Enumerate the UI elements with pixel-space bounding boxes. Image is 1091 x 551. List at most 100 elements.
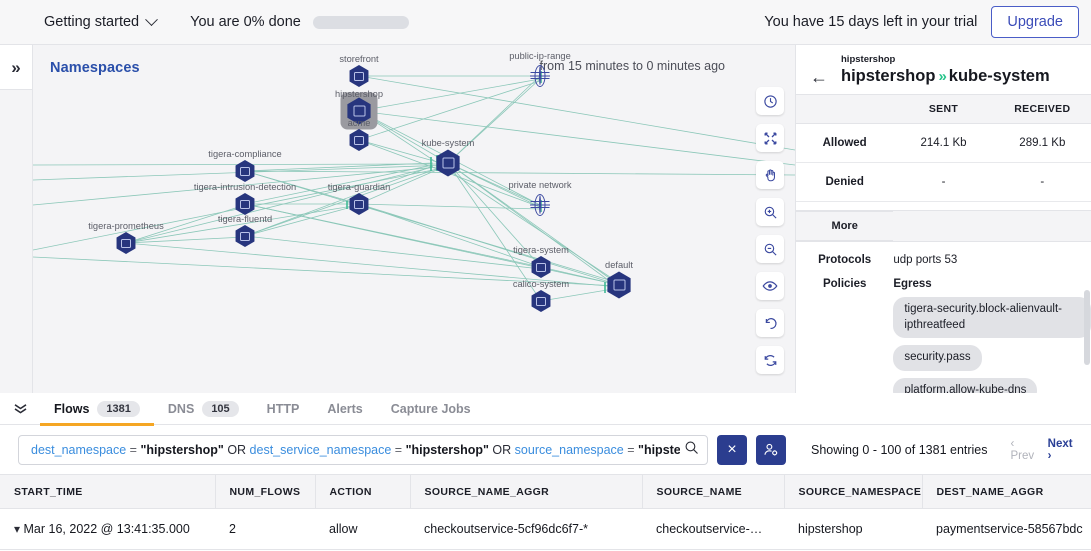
search-icon[interactable] [684,440,699,460]
zoom-in-icon[interactable] [756,198,784,226]
eye-icon[interactable] [756,272,784,300]
clock-icon[interactable] [756,87,784,115]
row-expand-chevron-down-icon[interactable]: ▾ [14,522,21,536]
user-settings-icon[interactable] [756,435,786,465]
policies-direction: Egress [893,278,932,290]
traffic-summary-table: SENT RECEIVED Allowed 214.1 Kb 289.1 Kb … [796,94,1091,202]
policies-label: Policies [822,278,867,290]
search-row: dest_namespace = "hipstershop" OR dest_s… [0,425,1091,474]
detail-destination: kube-system [948,67,1050,85]
host-icon [115,232,137,254]
host-icon [530,256,552,278]
col-sent: SENT [893,94,994,124]
query-token: dest_namespace [31,443,127,457]
start-time-cell: ▾ Mar 16, 2022 @ 13:41:35.000 [0,508,215,550]
table-header-row: START_TIME NUM_FLOWS ACTION SOURCE_NAME_… [0,474,1091,509]
sidebar-expand-button[interactable]: » [0,45,33,90]
node-label: hipstershop [334,89,384,99]
tab-label: Capture Jobs [390,401,471,416]
start-time-value: Mar 16, 2022 @ 13:41:35.000 [23,522,190,536]
node-label: private network [508,180,572,190]
search-input[interactable]: dest_namespace = "hipstershop" OR dest_s… [18,435,708,465]
undo-icon[interactable] [756,309,784,337]
node-label: public-ip-range [509,51,571,61]
col-source-name-aggr[interactable]: SOURCE_NAME_AGGR [410,474,643,509]
bottom-drawer: Flows 1381 DNS 105 HTTP Alerts Capture J… [0,393,1091,551]
getting-started-label: Getting started [44,14,140,30]
query-token: "hipstershop" [638,443,680,457]
num-flows-cell: 2 [215,508,315,550]
col-received: RECEIVED [993,94,1091,124]
refresh-icon[interactable] [756,346,784,374]
col-source-name[interactable]: SOURCE_NAME [642,474,785,509]
trial-notice: You have 15 days left in your trial [764,14,978,30]
node-label: tigera-prometheus [88,221,164,231]
arrow-left-icon[interactable]: ← [810,66,828,87]
col-action[interactable]: ACTION [315,474,411,509]
tab-alerts[interactable]: Alerts [313,393,376,425]
progress-label: You are 0% done [190,14,301,30]
host-icon [435,149,462,177]
protocols-row: Protocols udp ports 53 [796,242,1091,266]
double-chevron-down-icon [14,404,26,414]
policy-chip[interactable]: tigera-security.block-alienvault-ipthrea… [893,297,1091,339]
col-start-time[interactable]: START_TIME [0,474,216,509]
tab-bar: Flows 1381 DNS 105 HTTP Alerts Capture J… [0,393,1091,426]
tab-label: Flows [54,401,90,416]
panel-scrollbar[interactable] [1084,290,1090,365]
query-token: "hipstershop" [136,443,224,457]
source-name-cell: checkoutservice-… [642,508,784,550]
getting-started-dropdown[interactable]: Getting started [44,12,158,30]
graph-edges [33,71,795,302]
host-icon [234,193,256,215]
col-num-flows[interactable]: NUM_FLOWS [215,474,316,509]
tab-http[interactable]: HTTP [253,393,314,425]
breadcrumb: hipstershop [841,54,896,65]
tab-flows[interactable]: Flows 1381 [40,393,154,426]
table-row: Allowed 214.1 Kb 289.1 Kb [796,123,1091,163]
clear-search-button[interactable]: × [717,435,747,465]
upgrade-button[interactable]: Upgrade [991,6,1079,38]
protocols-label: Protocols [818,254,872,266]
node-label: kube-system [421,138,475,148]
page-title: Namespaces [50,60,140,76]
row-sent: - [893,162,994,202]
query-token: OR [488,443,512,457]
host-icon [346,97,373,125]
tab-badge: 105 [202,400,239,417]
node-label: tigera-system [513,245,569,255]
tab-capture-jobs[interactable]: Capture Jobs [377,393,485,425]
col-dest-name-aggr[interactable]: DEST_NAME_AGGR [922,474,1091,509]
node-label: acme [347,118,371,128]
expand-icon[interactable] [756,124,784,152]
hand-icon[interactable] [756,161,784,189]
source-name-aggr-cell: checkoutservice-5cf96dc6f7-* [410,508,642,550]
prev-page-button[interactable]: ‹ Prev [1010,438,1035,462]
action-cell: allow [315,508,410,550]
query-token: = [391,443,403,457]
zoom-out-icon[interactable] [756,235,784,263]
col-source-namespace[interactable]: SOURCE_NAMESPACE [784,474,923,509]
flow-direction-icon: » [938,68,946,85]
row-received: 289.1 Kb [993,123,1091,163]
policy-chip[interactable]: platform.allow-kube-dns [893,377,1038,393]
drawer-expand-button[interactable] [0,403,40,414]
tab-label: Alerts [327,401,363,416]
more-section-header[interactable]: More [796,210,1091,242]
row-label: Allowed [796,123,894,163]
next-page-button[interactable]: Next › [1047,438,1073,462]
double-chevron-right-icon: » [11,57,21,77]
protocols-value: udp ports 53 [893,254,958,266]
tab-dns[interactable]: DNS 105 [154,393,253,425]
pagination: ‹ Prev Next › [1011,438,1077,462]
tab-badge: 1381 [97,400,140,417]
table-row: ▾ Mar 16, 2022 @ 13:41:35.000 2 allow ch… [0,508,1091,550]
policy-chip[interactable]: security.pass [893,345,982,371]
host-icon [234,225,256,247]
detail-source: hipstershop [841,67,936,85]
source-namespace-cell: hipstershop [784,508,922,550]
col-blank [796,94,894,124]
namespaces-graph[interactable]: Namespaces from 15 minutes to 0 minutes … [33,45,795,393]
top-bar: Getting started You are 0% done You have… [0,0,1091,45]
host-icon [348,65,370,87]
